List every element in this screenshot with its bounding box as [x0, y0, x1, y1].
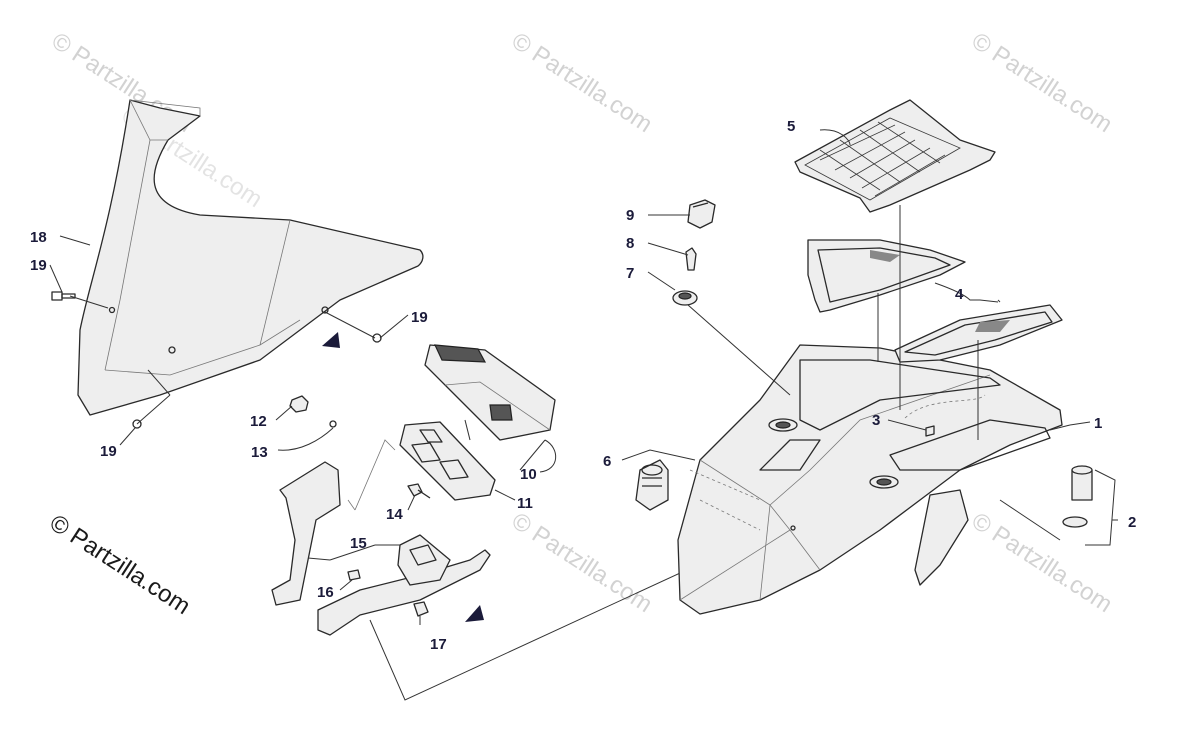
- key-cap-part-9: [648, 199, 716, 229]
- grille-insert-part-4: [807, 239, 1063, 440]
- callout-19-right: 19: [411, 309, 428, 326]
- callout-4: 4: [955, 286, 964, 303]
- callout-19-left: 19: [30, 257, 47, 274]
- callout-1: 1: [1094, 415, 1102, 432]
- callout-11: 11: [517, 495, 533, 512]
- callout-10: 10: [520, 466, 537, 483]
- arrow-marker: [322, 332, 340, 348]
- key-part-8: [647, 242, 697, 271]
- callout-7: 7: [626, 265, 634, 282]
- leader-bracket-to-hood: [369, 519, 796, 701]
- screw-part-19: [49, 264, 409, 446]
- callout-labels: 1 2 3 4 5 6 7 8 9 10 11 12 13 14 15 16 1…: [30, 118, 1136, 653]
- nut-part-12: [275, 395, 309, 421]
- bolt-part-14: [407, 483, 431, 511]
- nut-part-17: [413, 601, 429, 625]
- watermark-top-center: © Partzilla.com: [507, 27, 657, 138]
- callout-19-bottom: 19: [100, 443, 117, 460]
- callout-14: 14: [386, 506, 403, 523]
- callout-8: 8: [626, 235, 634, 252]
- windshield-part-18: [59, 99, 424, 416]
- callout-15: 15: [350, 535, 367, 552]
- callout-16: 16: [317, 584, 334, 601]
- mount-housing-part-11: [399, 419, 516, 501]
- callout-12: 12: [250, 413, 267, 430]
- watermark-bottom-center: © Partzilla.com: [507, 507, 657, 618]
- screw-part-3: [887, 419, 935, 437]
- callout-3: 3: [872, 412, 880, 429]
- callout-18: 18: [30, 229, 47, 246]
- callout-9: 9: [626, 207, 634, 224]
- bracket-part-15: [271, 439, 491, 636]
- washer-part-13: [277, 420, 337, 451]
- callout-13: 13: [251, 444, 268, 461]
- callout-2: 2: [1128, 514, 1136, 531]
- screw-part-16: [339, 569, 361, 591]
- mesh-tray-part-5: [794, 99, 996, 410]
- watermark-bottom-right: © Partzilla.com: [967, 507, 1117, 618]
- watermark-top-right: © Partzilla.com: [967, 27, 1117, 138]
- callout-17: 17: [430, 636, 447, 653]
- fastener-part-2: [999, 465, 1118, 546]
- gauge-cluster-part-10: [424, 344, 557, 473]
- callout-6: 6: [603, 453, 611, 470]
- ignition-part-6: [621, 449, 696, 511]
- brand-watermark: © Partzilla.com: [45, 509, 195, 620]
- callout-5: 5: [787, 118, 795, 135]
- hood-part-1: [677, 344, 1091, 615]
- arrow-marker-2: [465, 605, 484, 622]
- lock-part-7: [647, 271, 791, 396]
